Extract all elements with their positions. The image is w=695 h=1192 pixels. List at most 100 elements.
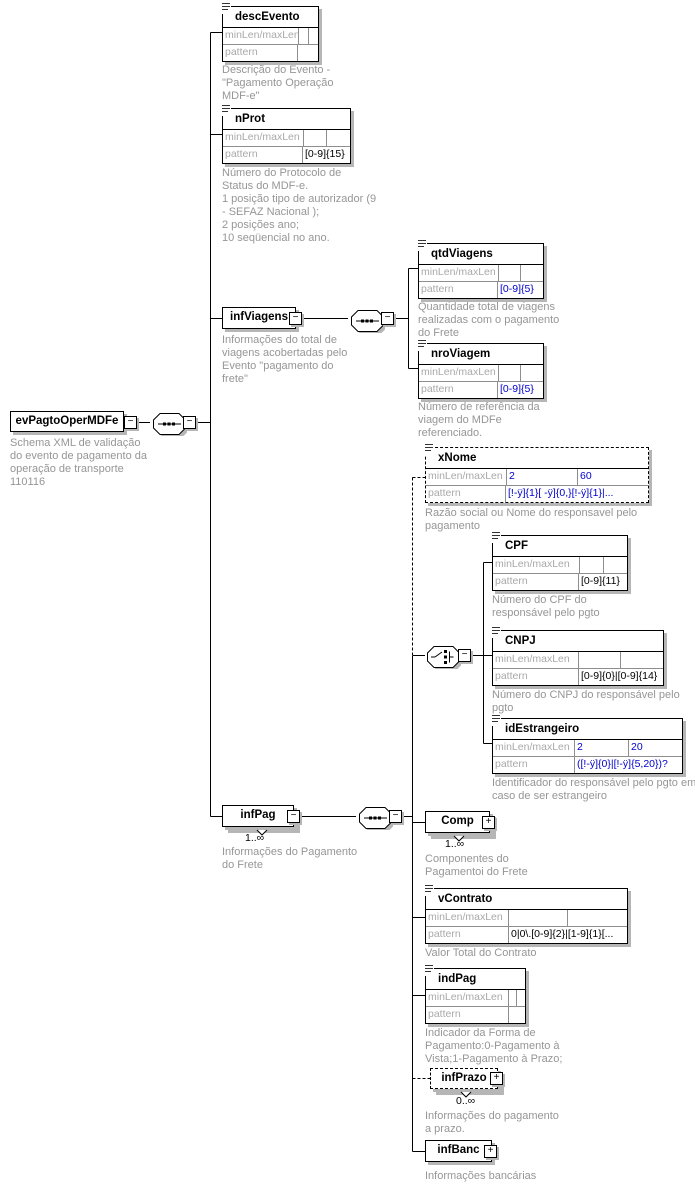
element-name: infViagens bbox=[230, 311, 288, 323]
facet-pattern: [0-9]{5} bbox=[497, 382, 543, 398]
annotation-idEstrangeiro: Identificador do responsável pelo pgto e… bbox=[492, 777, 695, 802]
annotation-CNPJ: Número do CNPJ do responsável pelo pgto bbox=[492, 689, 680, 714]
facet-label: pattern bbox=[428, 928, 461, 940]
element-name: indPag bbox=[438, 973, 477, 985]
expand-icon[interactable]: + bbox=[482, 816, 495, 829]
repeat-chevron-icon bbox=[256, 824, 268, 842]
facet-min bbox=[298, 28, 308, 44]
collapse-icon[interactable]: − bbox=[287, 810, 300, 823]
element-indPag[interactable]: indPag minLen/maxLen pattern bbox=[424, 964, 526, 1024]
facet-pattern: [0-9]{0}|[0-9]{14} bbox=[578, 669, 663, 685]
collapse-icon[interactable]: − bbox=[124, 416, 137, 429]
facet-label: minLen/maxLen bbox=[421, 366, 496, 378]
facet-min: 2 bbox=[506, 469, 577, 485]
element-nroViagem[interactable]: nroViagem minLen/maxLen pattern[0-9]{5} bbox=[417, 339, 544, 399]
facet-max bbox=[620, 652, 663, 668]
facet-label: pattern bbox=[421, 383, 454, 395]
element-infViagens[interactable]: infViagens bbox=[222, 307, 296, 329]
facet-pattern: [0-9]{15} bbox=[302, 147, 350, 163]
facet-label: pattern bbox=[495, 575, 528, 587]
element-infBanc[interactable]: infBanc bbox=[425, 1140, 492, 1162]
facet-pattern bbox=[508, 1007, 525, 1023]
element-name: Comp bbox=[441, 815, 474, 827]
facet-label: minLen/maxLen bbox=[495, 558, 570, 570]
element-name: vContrato bbox=[438, 893, 493, 905]
text-content-icon bbox=[424, 964, 434, 976]
facet-pattern: [0-9]{5} bbox=[497, 282, 543, 298]
annotation-indPag: Indicador da Forma de Pagamento:0-Pagame… bbox=[425, 1027, 563, 1065]
facet-label: minLen/maxLen bbox=[428, 911, 503, 923]
annotation-Comp: Componentes do Pagamentoi do Frete bbox=[425, 853, 528, 878]
facet-min bbox=[578, 652, 620, 668]
facet-label: minLen/maxLen bbox=[428, 470, 503, 482]
collapse-icon[interactable]: − bbox=[389, 810, 402, 823]
facet-label: pattern bbox=[225, 46, 258, 58]
text-content-icon bbox=[491, 626, 501, 638]
collapse-icon[interactable]: − bbox=[289, 312, 302, 325]
facet-pattern: 0|0\.[0-9]{2}|[1-9]{1}[... bbox=[508, 927, 627, 943]
element-CNPJ[interactable]: CNPJ minLen/maxLen pattern[0-9]{0}|[0-9]… bbox=[491, 626, 664, 686]
facet-label: minLen/maxLen bbox=[421, 266, 496, 278]
facet-max bbox=[326, 130, 350, 146]
text-content-icon bbox=[424, 443, 434, 455]
element-nProt[interactable]: nProt minLen/maxLen pattern [0-9]{15} bbox=[221, 104, 351, 164]
expand-icon[interactable]: + bbox=[490, 1072, 503, 1085]
annotation-evPagtoOperMDFe: Schema XML de validação do evento de pag… bbox=[10, 437, 148, 488]
collapse-icon[interactable]: − bbox=[183, 416, 196, 429]
text-content-icon bbox=[424, 884, 434, 896]
facet-label: pattern bbox=[428, 487, 461, 499]
element-name: infPrazo bbox=[441, 1072, 487, 1084]
facet-min bbox=[508, 910, 567, 926]
facet-label: pattern bbox=[495, 758, 528, 770]
facet-pattern: ([!-ÿ]{0}|[!-ÿ]{5,20})? bbox=[574, 757, 682, 773]
sequence-icon bbox=[348, 307, 387, 338]
sequence-icon bbox=[356, 804, 395, 835]
facet-pattern bbox=[297, 45, 318, 61]
facet-label: minLen/maxLen bbox=[428, 991, 503, 1003]
facet-label: minLen/maxLen bbox=[225, 131, 300, 143]
facet-max: 60 bbox=[577, 469, 648, 485]
collapse-icon[interactable]: − bbox=[381, 312, 394, 325]
repeat-chevron-icon bbox=[460, 1086, 472, 1104]
element-CPF[interactable]: CPF minLen/maxLen pattern[0-9]{11} bbox=[491, 531, 628, 591]
element-descEvento[interactable]: descEvento minLen/maxLen pattern bbox=[221, 2, 319, 62]
element-infPrazo[interactable]: infPrazo bbox=[430, 1068, 498, 1089]
facet-label: pattern bbox=[428, 1008, 461, 1020]
element-name: nProt bbox=[235, 113, 266, 125]
annotation-nProt: Número do Protocolo de Status do MDF-e. … bbox=[222, 167, 377, 244]
text-content-icon bbox=[221, 104, 231, 116]
text-content-icon bbox=[417, 339, 427, 351]
expand-icon[interactable]: + bbox=[484, 1145, 497, 1158]
collapse-icon[interactable]: − bbox=[458, 649, 471, 662]
facet-min bbox=[508, 990, 516, 1006]
element-qtdViagens[interactable]: qtdViagens minLen/maxLen pattern[0-9]{5} bbox=[417, 239, 544, 299]
facet-label: pattern bbox=[225, 148, 258, 160]
text-content-icon bbox=[221, 2, 231, 14]
element-evPagtoOperMDFe[interactable]: evPagtoOperMDFe bbox=[10, 411, 124, 432]
element-name: infBanc bbox=[437, 1144, 480, 1156]
element-name: descEvento bbox=[235, 11, 300, 23]
facet-max: 20 bbox=[628, 740, 682, 756]
sequence-icon bbox=[150, 410, 189, 441]
facet-label: minLen/maxLen bbox=[225, 29, 298, 41]
text-content-icon bbox=[491, 531, 501, 543]
element-Comp[interactable]: Comp bbox=[425, 811, 490, 833]
element-name: qtdViagens bbox=[431, 248, 493, 260]
element-name: infPag bbox=[240, 809, 276, 821]
annotation-xNome: Razão social ou Nome do responsavel pelo… bbox=[425, 507, 638, 532]
facet-min bbox=[498, 265, 520, 281]
element-vContrato[interactable]: vContrato minLen/maxLen pattern 0|0\.[0-9… bbox=[424, 884, 628, 944]
element-name: CNPJ bbox=[505, 635, 536, 647]
facet-min bbox=[579, 557, 603, 573]
annotation-qtdViagens: Quantidade total de viagens realizadas c… bbox=[418, 301, 560, 339]
facet-max bbox=[603, 557, 627, 573]
facet-max bbox=[308, 28, 318, 44]
occurs-label: 1..∞ bbox=[445, 838, 465, 850]
element-name: CPF bbox=[505, 540, 528, 552]
text-content-icon bbox=[491, 714, 501, 726]
occurs-label: 0..∞ bbox=[456, 1095, 476, 1107]
element-name: evPagtoOperMDFe bbox=[15, 415, 119, 427]
